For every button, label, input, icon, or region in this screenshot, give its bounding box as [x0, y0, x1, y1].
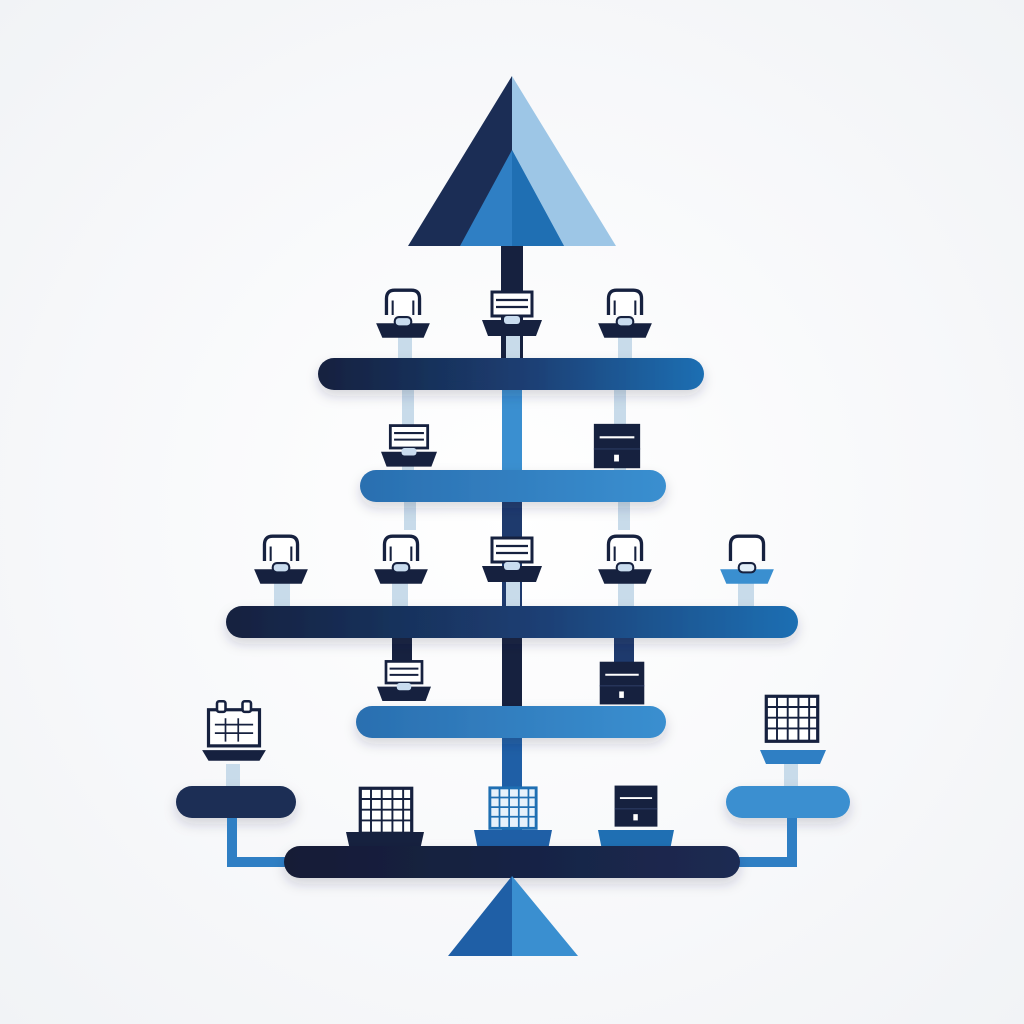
- chair-icon: [372, 534, 430, 586]
- grid-icon: [358, 786, 414, 835]
- grid-icon: [488, 786, 538, 830]
- dark-box-icon: [592, 422, 642, 470]
- tier-4-bar: [356, 706, 666, 738]
- chair-icon: [252, 534, 310, 586]
- monitor-icon: [480, 290, 544, 338]
- right-connector: [734, 818, 797, 867]
- tier-5-left-bar: [176, 786, 296, 818]
- chair-icon: [596, 288, 654, 340]
- calendar-icon: [200, 699, 268, 763]
- top-triangle-icon: [408, 76, 616, 246]
- dark-box-icon: [598, 660, 646, 706]
- dark-box-icon: [613, 784, 659, 828]
- grid-icon: [764, 694, 820, 743]
- chair-icon: [718, 534, 776, 586]
- base-bar: [284, 846, 740, 878]
- chair-icon: [596, 534, 654, 586]
- base-triangle-icon: [448, 876, 578, 956]
- monitor-icon: [375, 659, 433, 703]
- tier-5-right-bar: [726, 786, 850, 818]
- tier-5: [176, 694, 850, 878]
- tier-2: [360, 422, 666, 530]
- tier-1-bar: [318, 358, 704, 390]
- left-connector: [227, 818, 290, 867]
- tier-3-bar: [226, 606, 798, 638]
- tier-2-bar: [360, 470, 666, 502]
- tier-4: [356, 659, 666, 738]
- monitor-icon: [379, 423, 439, 469]
- trunk-stem: [502, 636, 522, 708]
- tier-3: [226, 534, 798, 664]
- chair-icon: [374, 288, 432, 340]
- monitor-icon: [480, 536, 544, 584]
- trunk-stem: [502, 390, 522, 472]
